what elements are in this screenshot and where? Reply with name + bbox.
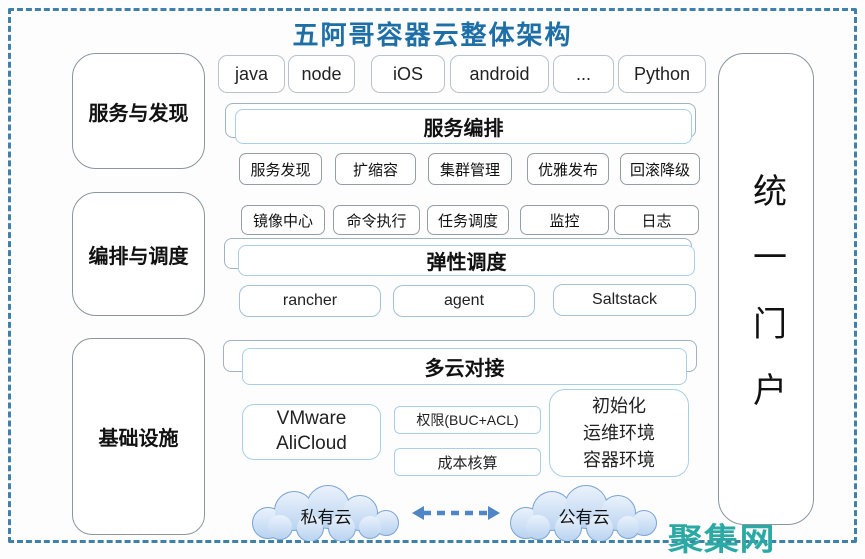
bar-label: 多云对接 xyxy=(242,348,687,385)
scheduler-box: rancher xyxy=(239,285,381,317)
permission-label: 权限(BUC+ACL) xyxy=(416,412,519,428)
scheduler-label: rancher xyxy=(282,292,338,309)
cost-label: 成本核算 xyxy=(437,454,498,472)
feature-box: 任务调度 xyxy=(427,205,509,235)
lang-box-java: java xyxy=(218,55,285,93)
cost-box: 成本核算 xyxy=(394,448,541,476)
scheduler-box: Saltstack xyxy=(553,284,696,316)
lang-label: ... xyxy=(575,63,591,84)
bar-label: 服务编排 xyxy=(235,109,692,144)
env-line: 容器环境 xyxy=(583,449,655,470)
bar-multi-cloud: 多云对接 xyxy=(223,340,697,385)
private-cloud-label: 私有云 xyxy=(301,508,352,527)
environment-box: 初始化 运维环境 容器环境 xyxy=(549,389,689,477)
feature-box: 扩缩容 xyxy=(335,153,416,185)
feature-label: 任务调度 xyxy=(437,212,498,230)
watermark-logo: 聚集网 xyxy=(668,522,776,557)
cloud-fill xyxy=(511,486,656,541)
feature-label: 集群管理 xyxy=(439,161,500,179)
env-line: 初始化 xyxy=(592,395,646,416)
scheduler-label: agent xyxy=(443,292,485,309)
feature-label: 服务发现 xyxy=(250,161,311,179)
feature-box: 日志 xyxy=(614,205,699,235)
feature-label: 扩缩容 xyxy=(352,161,398,179)
feature-box: 监控 xyxy=(520,205,609,235)
feature-box: 优雅发布 xyxy=(527,153,609,185)
bar-label: 弹性调度 xyxy=(238,245,695,276)
feature-box: 集群管理 xyxy=(428,153,512,185)
feature-label: 回滚降级 xyxy=(629,161,690,179)
scheduler-box: agent xyxy=(393,285,535,317)
lang-label: Python xyxy=(633,63,691,84)
lang-box-node: node xyxy=(288,55,355,93)
category-label: 编排与调度 xyxy=(88,245,189,268)
feature-label: 命令执行 xyxy=(346,212,407,230)
permission-box: 权限(BUC+ACL) xyxy=(394,406,541,434)
lang-box-python: Python xyxy=(618,55,706,93)
lang-box-ellipsis: ... xyxy=(553,55,614,93)
feature-label: 镜像中心 xyxy=(252,212,313,230)
category-service-discovery: 服务与发现 xyxy=(72,53,205,169)
public-cloud-label: 公有云 xyxy=(559,508,610,527)
cloud-fill xyxy=(253,486,398,541)
feature-label: 优雅发布 xyxy=(537,161,598,179)
cloud-link-arrow-icon xyxy=(412,506,500,520)
public-cloud: 公有云 xyxy=(510,485,657,541)
lang-label: android xyxy=(469,63,530,84)
feature-box: 服务发现 xyxy=(239,153,322,185)
unified-portal-label: 统一门户 xyxy=(747,172,785,438)
lang-label: java xyxy=(234,63,269,84)
env-line: 运维环境 xyxy=(583,422,655,443)
feature-box: 回滚降级 xyxy=(620,153,700,185)
lang-box-android: android xyxy=(450,55,549,93)
bar-service-orchestration: 服务编排 xyxy=(225,103,698,144)
provider-line: AliCloud xyxy=(276,433,347,454)
category-label: 服务与发现 xyxy=(88,102,189,125)
feature-label: 日志 xyxy=(641,212,672,230)
category-infrastructure: 基础设施 xyxy=(72,338,205,535)
cloud-providers-box: VMware AliCloud xyxy=(242,404,381,460)
lang-box-ios: iOS xyxy=(371,55,445,93)
lang-label: iOS xyxy=(392,63,423,84)
provider-line: VMware xyxy=(276,408,347,430)
feature-box: 镜像中心 xyxy=(241,205,325,235)
diagram-title: 五阿哥容器云整体架构 xyxy=(292,21,573,50)
category-orchestration-scheduling: 编排与调度 xyxy=(72,192,205,316)
lang-label: node xyxy=(301,63,342,84)
bar-elastic-scheduling: 弹性调度 xyxy=(224,238,696,276)
scheduler-label: Saltstack xyxy=(592,291,657,308)
feature-label: 监控 xyxy=(549,212,580,230)
category-label: 基础设施 xyxy=(98,428,179,450)
feature-box: 命令执行 xyxy=(333,205,420,235)
private-cloud: 私有云 xyxy=(252,485,399,541)
unified-portal-box: 统一门户 xyxy=(718,53,814,525)
